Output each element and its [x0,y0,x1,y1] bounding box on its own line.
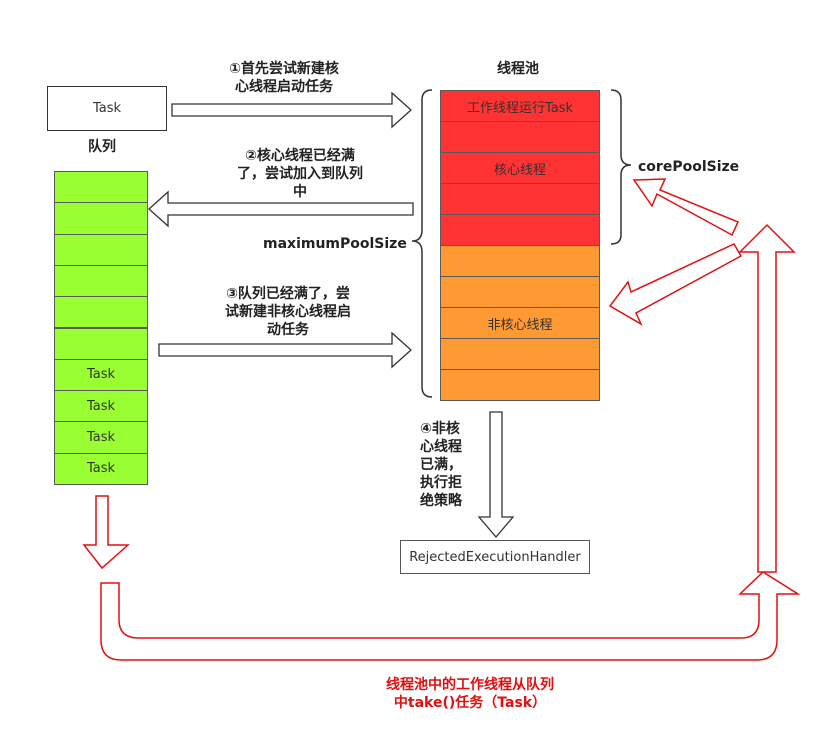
rejected-execution-handler-box: RejectedExecutionHandler [400,540,590,574]
step2-line1: ②核心线程已经满 [245,148,355,164]
step3-text: ③队列已经满了，尝 试新建非核心线程启 动任务 [208,285,368,339]
bottom-note-line2: 中take()任务（Task） [393,695,547,711]
step1-text: ①首先尝试新建核 心线程启动任务 [214,60,354,96]
step4-line1: ④非核 [420,421,460,437]
step4-line2: 心线程 [420,439,462,455]
core-pool-size-label: corePoolSize [638,159,740,175]
core-pool-brace [610,89,632,245]
queue-slot: Task [54,358,148,392]
red-arrow-to-noncore [608,243,743,326]
non-core-thread-slot: 非核心线程 [440,307,600,339]
queue-slot: Task [54,421,148,454]
step1-line1: ①首先尝试新建核 [229,61,339,77]
task-box-label: Task [92,101,122,116]
red-arrow-up [738,223,796,573]
queue-slot [54,233,148,266]
bottom-note-line1: 线程池中的工作线程从队列 [386,677,554,693]
arrow-step2 [148,190,414,228]
pool-title: 线程池 [497,61,539,77]
step2-line3: 中 [293,184,307,200]
bottom-note: 线程池中的工作线程从队列 中take()任务（Task） [340,676,600,712]
non-core-thread-slot [440,338,600,370]
maximum-pool-brace [411,89,433,398]
non-core-thread-slot [440,245,600,277]
non-core-thread-slot [440,276,600,308]
red-loop-pipe [100,571,801,661]
arrow-step4 [477,411,515,539]
core-thread-slot [440,183,600,215]
queue-slot: Task [54,452,148,485]
arrow-step1 [171,91,412,129]
task-box: Task [47,86,167,131]
step3-line3: 动任务 [267,322,309,338]
step3-line2: 试新建非核心线程启 [225,304,351,320]
step4-line3: 已满， [420,457,462,473]
queue-title: 队列 [88,139,116,155]
red-arrow-to-core [632,178,740,237]
core-thread-slot [440,121,600,153]
step2-line2: 了，尝试加入到队列 [237,166,363,182]
non-core-thread-slot [440,369,600,401]
step4-line4: 执行拒 [420,475,462,491]
step2-text: ②核心线程已经满 了，尝试加入到队列 中 [220,147,380,201]
maximum-pool-size-label: maximumPoolSize [263,236,407,252]
step1-line2: 心线程启动任务 [235,79,333,95]
step3-line1: ③队列已经满了，尝 [226,286,350,302]
queue-slot: Task [54,390,148,423]
rejected-handler-label: RejectedExecutionHandler [409,549,581,565]
step4-line5: 绝策略 [420,493,462,509]
arrow-step3 [158,331,412,369]
step4-text: ④非核 心线程 已满， 执行拒 绝策略 [420,420,484,510]
red-arrow-queue-down [82,495,130,570]
queue-slot [54,296,148,329]
core-thread-slot: 核心线程 [440,152,600,184]
